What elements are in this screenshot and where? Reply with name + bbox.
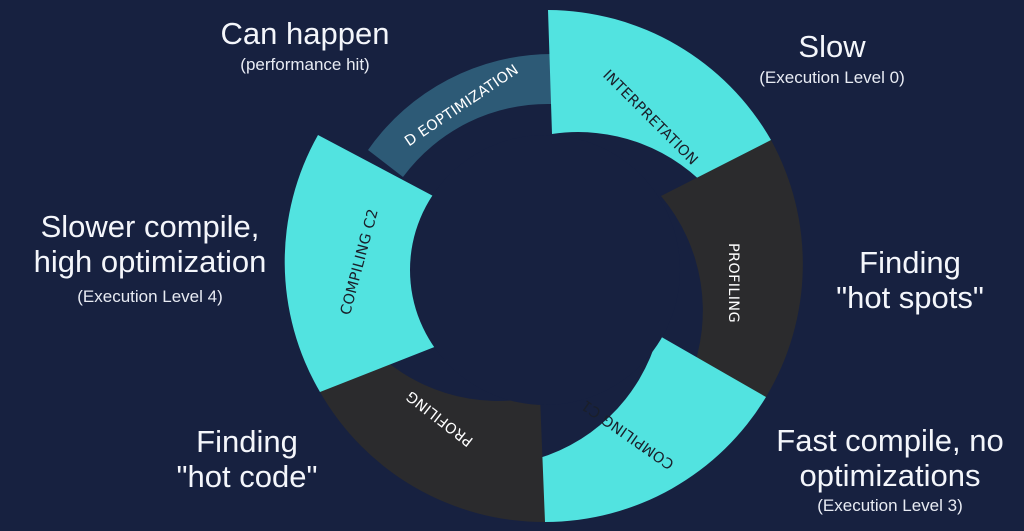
annotation-deoptimization-main: Can happen <box>220 16 390 51</box>
annotation-profiling-right-main: Finding "hot spots" <box>836 245 984 315</box>
annotation-compiling-c1-sub: (Execution Level 3) <box>817 496 963 516</box>
annotation-compiling-c2: Slower compile, high optimization (Execu… <box>30 209 270 307</box>
segment-compiling-c1 <box>525 335 766 522</box>
annotation-interpretation: Slow (Execution Level 0) <box>752 29 912 87</box>
annotation-interpretation-main: Slow <box>798 29 866 64</box>
deoptimization-arc <box>368 54 552 177</box>
label-profiling-right: PROFILING <box>725 243 741 323</box>
annotation-deoptimization: Can happen (performance hit) <box>210 16 400 74</box>
annotation-profiling-left-main: Finding "hot code" <box>176 424 318 494</box>
segment-profiling-right <box>661 140 803 397</box>
segment-profiling-left <box>320 342 545 523</box>
annotation-compiling-c1: Fast compile, no optimizations (Executio… <box>775 423 1005 516</box>
annotation-profiling-left: Finding "hot code" <box>172 424 322 494</box>
segment-compiling-c2 <box>284 135 437 392</box>
annotation-profiling-right: Finding "hot spots" <box>835 245 985 315</box>
ring-center <box>410 135 680 405</box>
annotation-compiling-c2-main: Slower compile, high optimization <box>33 209 267 279</box>
annotation-compiling-c2-sub: (Execution Level 4) <box>77 287 223 307</box>
annotation-interpretation-sub: (Execution Level 0) <box>759 67 905 87</box>
annotation-deoptimization-sub: (performance hit) <box>240 54 370 74</box>
annotation-compiling-c1-main: Fast compile, no optimizations <box>776 423 1004 493</box>
segment-interpretation <box>548 10 771 195</box>
